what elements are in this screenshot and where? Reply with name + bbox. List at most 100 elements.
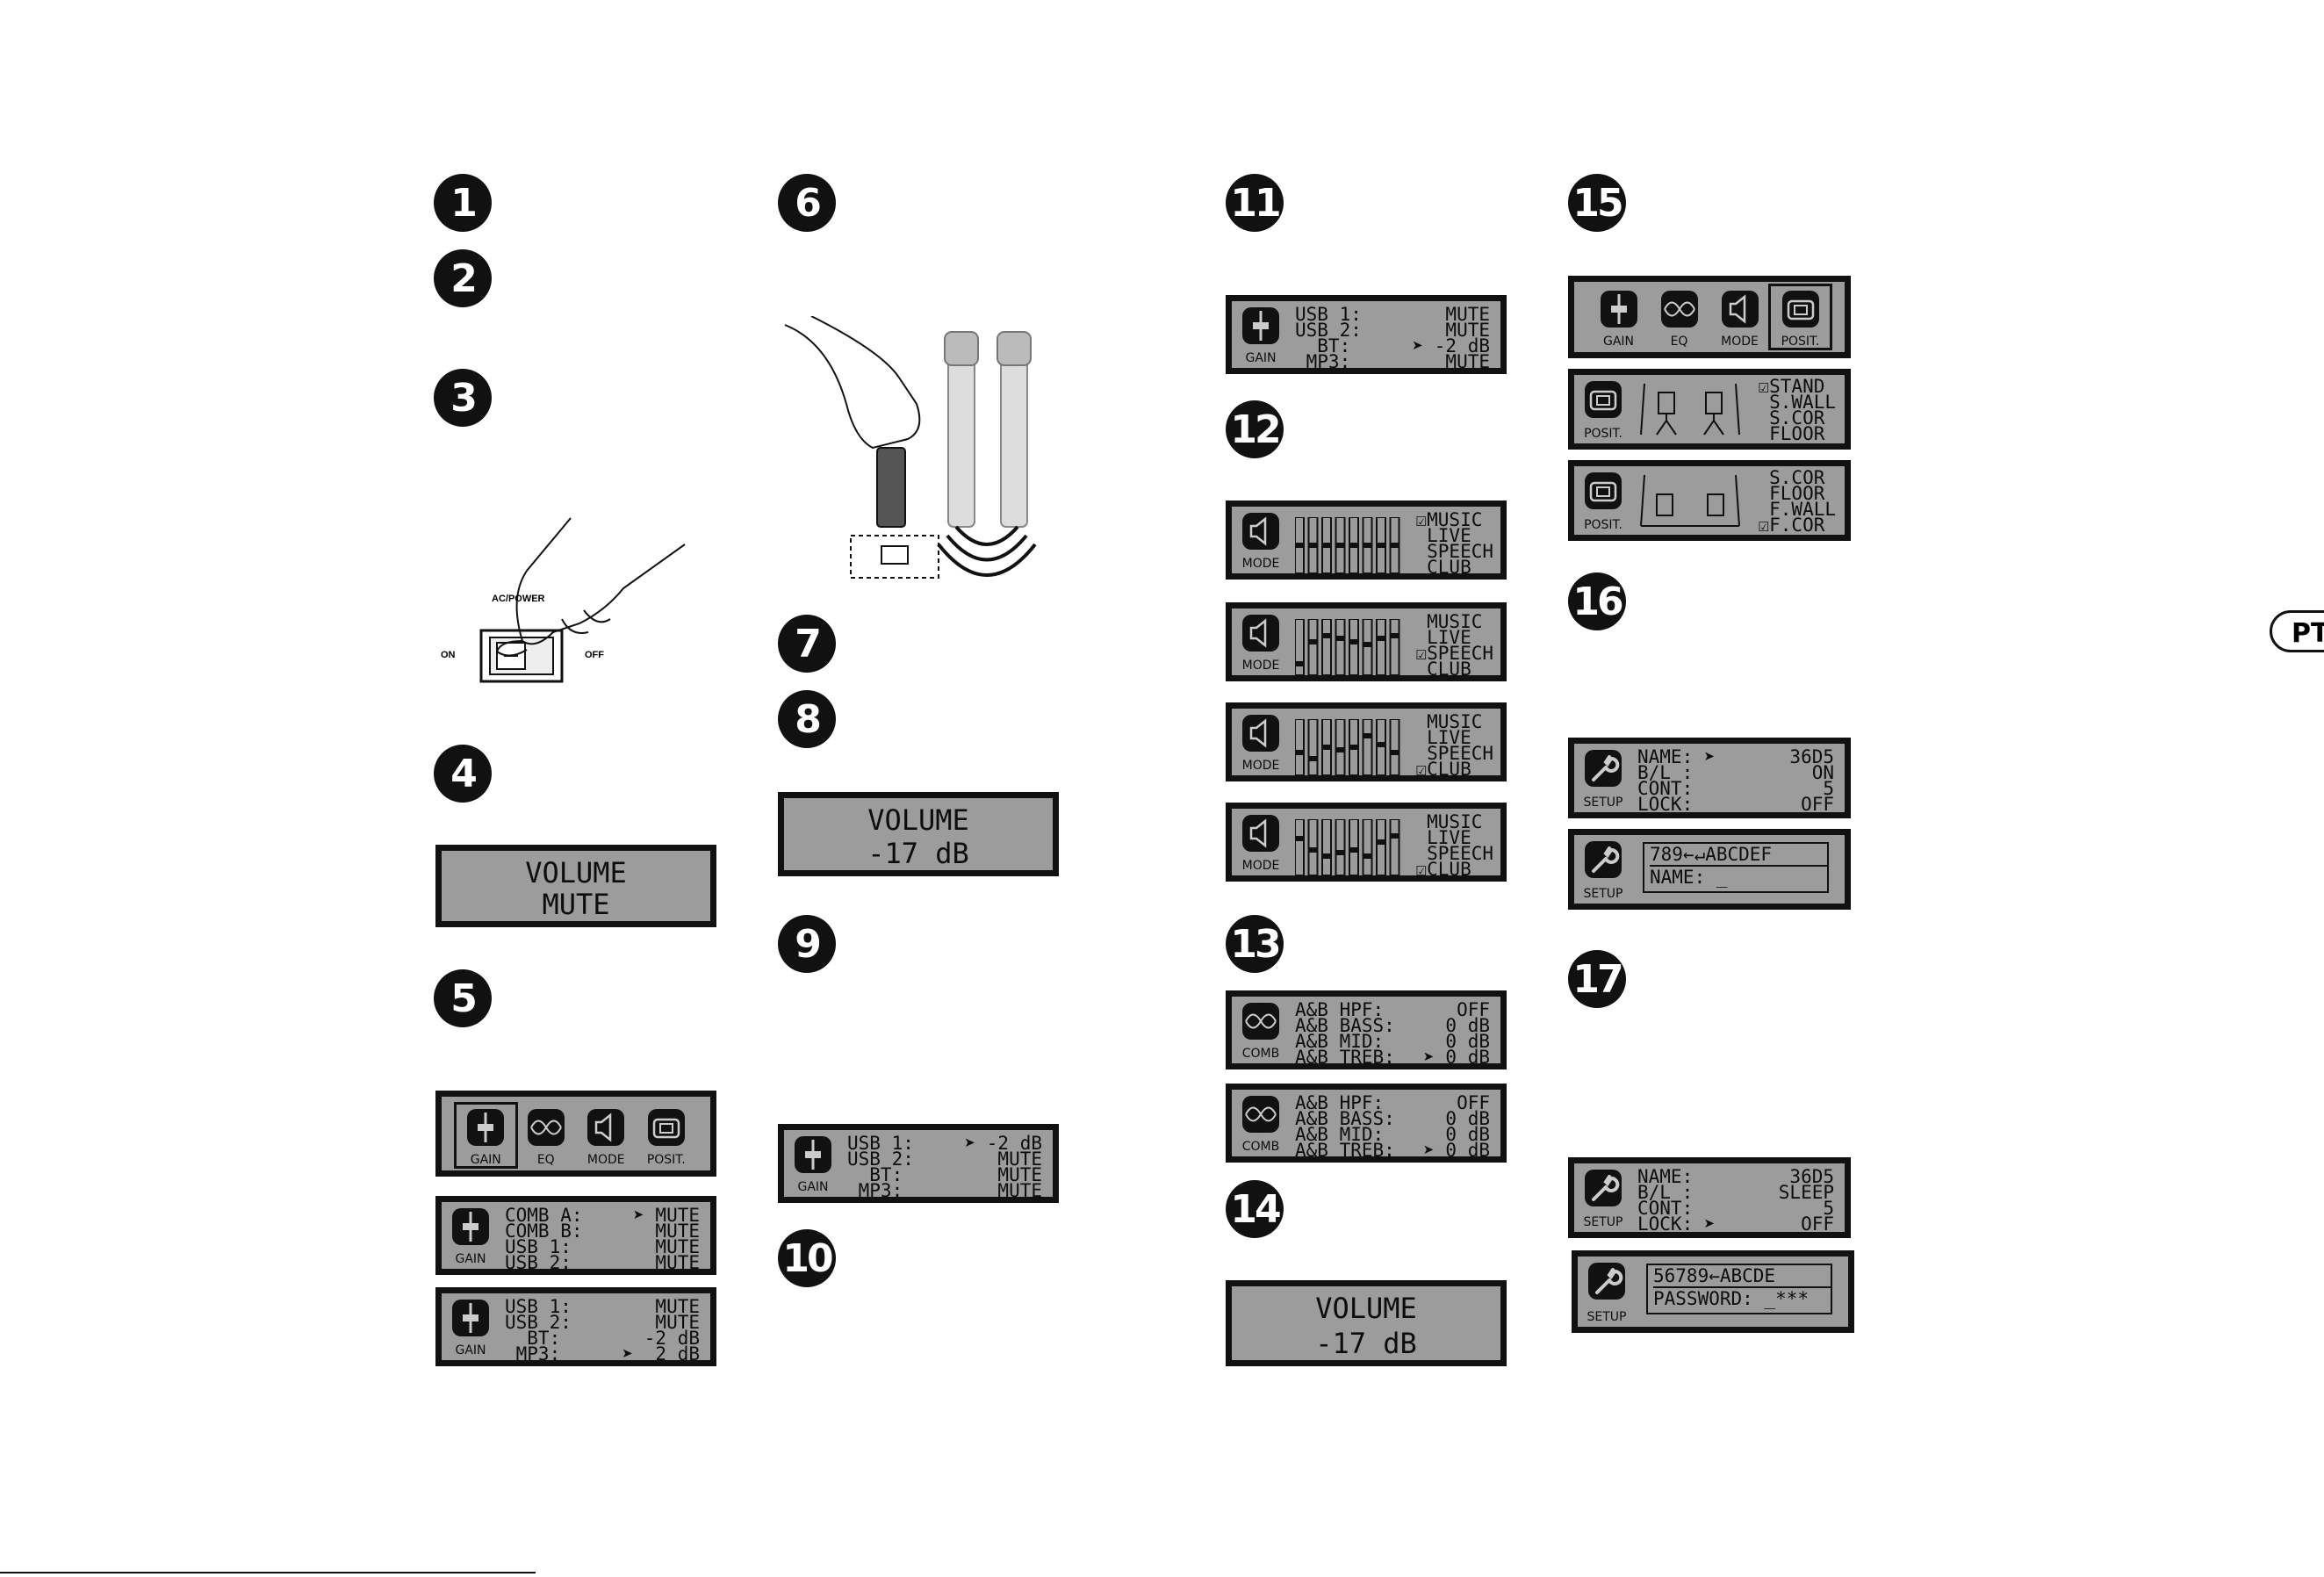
position-icon (1585, 472, 1622, 509)
eq-bar (1321, 819, 1332, 875)
eq-bar-level (1322, 745, 1331, 750)
list-row: NAME:36D5 (1637, 1166, 1834, 1187)
list-row: A&B HPF:OFF (1295, 999, 1490, 1020)
list-item: ☑F.COR (1758, 515, 1825, 535)
position-icon (1585, 381, 1622, 418)
volume-label: VOLUME (525, 856, 627, 889)
eq-bar-level (1349, 847, 1358, 853)
eq-bar-level (1308, 543, 1318, 548)
lcd-eq-2: COMB A&B HPF:OFF A&B BASS:0 dB A&B MID:0… (1226, 1084, 1507, 1163)
list-item: ☑MUSIC (1415, 509, 1483, 530)
list-item: ☑SPEECH (1415, 643, 1493, 664)
list-row: CONT:5 (1637, 778, 1834, 799)
eq-bar-level (1295, 750, 1304, 755)
step-badge-3: 3 (434, 369, 492, 427)
speaker-icon (587, 1109, 625, 1146)
list-row: USB 2:MUTE (505, 1312, 700, 1333)
list-row: A&B TREB:➤ 0 dB (1295, 1047, 1490, 1064)
usb-microphone-illustration (784, 316, 1037, 579)
list-row: A&B BASS:0 dB (1295, 1015, 1490, 1036)
step-badge-6: 6 (778, 174, 836, 232)
eq-list: A&B HPF:OFF A&B BASS:0 dB A&B MID:0 dB A… (1295, 999, 1490, 1064)
lcd-setup-password-keyboard: SETUP 56789←ABCDE PASSWORD: _*** (1572, 1250, 1854, 1333)
language-tab: PT (2270, 610, 2324, 652)
lcd-volume-17db-2: VOLUME -17 dB (1226, 1280, 1507, 1366)
gain-icon (452, 1300, 489, 1336)
step-badge-8: 8 (778, 690, 836, 748)
eq-bar-level (1322, 543, 1331, 548)
eq-bar-level (1363, 853, 1372, 859)
eq-bar (1295, 719, 1305, 775)
eq-curve-bars (1295, 819, 1400, 875)
list-item: CLUB (1427, 659, 1471, 676)
eq-bar-level (1390, 543, 1399, 548)
eq-bar-level (1335, 850, 1345, 855)
list-row: LOCK: ➤OFF (1637, 1213, 1834, 1233)
list-row: A&B TREB:➤ 0 dB (1295, 1140, 1490, 1157)
list-item: MUSIC (1427, 811, 1483, 832)
wrench-icon (1585, 841, 1622, 878)
list-row: USB 2:MUTE (505, 1252, 700, 1270)
list-row: USB 1:MUTE (505, 1296, 700, 1317)
step-badge-1: 1 (434, 174, 492, 232)
step-badge-14: 14 (1226, 1180, 1284, 1238)
list-item: CLUB (1427, 557, 1471, 574)
eq-icon (1242, 1003, 1279, 1040)
lcd-main-menu: GAIN EQ MODE POSIT. (435, 1091, 716, 1177)
eq-icon (1242, 1096, 1279, 1133)
list-item: S.COR (1769, 467, 1825, 488)
eq-bar-level (1335, 543, 1345, 548)
volume-label: VOLUME (1315, 1292, 1417, 1325)
list-item: F.WALL (1769, 499, 1836, 520)
list-row: B/L :ON (1637, 762, 1834, 783)
menu-item-posit: POSIT. (1768, 284, 1832, 350)
gain-icon (467, 1109, 505, 1146)
eq-bar (1389, 719, 1400, 775)
menu-item-gain: GAIN (454, 1102, 518, 1169)
eq-bar-level (1295, 543, 1304, 548)
lcd-mode-2: MODE MUSIC LIVE☑SPEECH CLUB (1226, 602, 1507, 681)
eq-bar-level (1349, 543, 1358, 548)
list-item: SPEECH (1427, 843, 1493, 864)
mode-options: ☑MUSIC LIVE SPEECH CLUB (1415, 509, 1493, 574)
posit-options-2: S.COR FLOOR F.WALL ☑F.COR (1758, 467, 1836, 535)
eq-icon (527, 1109, 565, 1146)
menu-item-mode: MODE (1709, 285, 1770, 349)
eq-bar (1376, 819, 1386, 875)
eq-bar (1295, 619, 1305, 675)
gain-icon (452, 1208, 489, 1245)
footer-rule (0, 1572, 536, 1573)
eq-bar-level (1295, 836, 1304, 841)
lcd-mode-1: MODE☑MUSIC LIVE SPEECH CLUB (1226, 500, 1507, 580)
lcd-posit-1: POSIT. ☑STAND S.WALL S.COR FLOOR (1568, 369, 1851, 450)
list-item: LIVE (1427, 827, 1471, 848)
lcd-gain-mp3: GAIN USB 1:MUTE USB 2:MUTE BT:-2 dB MP3:… (435, 1287, 716, 1366)
gain-icon-box: GAIN (788, 1133, 838, 1194)
lcd-mode-3: MODE MUSIC LIVE SPEECH☑CLUB (1226, 702, 1507, 781)
lcd-setup-1: SETUP NAME: ➤36D5 B/L :ON CONT:5 LOCK:OF… (1568, 738, 1851, 818)
eq-bar (1362, 819, 1373, 875)
speaker-icon (1242, 513, 1279, 550)
eq-bar-level (1335, 747, 1345, 752)
gain-bt-list: USB 1:MUTE USB 2:MUTE BT:➤ -2 dB MP3:MUT… (1295, 306, 1490, 369)
power-switch-off-label: OFF (585, 650, 604, 660)
name-keyboard-popup: 789←↵ABCDEF NAME: _ (1643, 842, 1829, 893)
list-item: MUSIC (1427, 611, 1483, 632)
eq-bar (1335, 619, 1346, 675)
lcd-setup-2: SETUP NAME:36D5 B/L :SLEEP CONT:5 LOCK: … (1568, 1157, 1851, 1238)
mode-options: MUSIC LIVE SPEECH☑CLUB (1415, 713, 1493, 776)
gain-comb-list: COMB A:➤ MUTE COMB B:MUTE USB 1:MUTE USB… (505, 1206, 700, 1270)
lcd-eq-1: COMB A&B HPF:OFF A&B BASS:0 dB A&B MID:0… (1226, 990, 1507, 1069)
eq-curve-bars (1295, 619, 1400, 675)
eq-bar-level (1295, 661, 1304, 666)
list-item: LIVE (1427, 727, 1471, 748)
position-icon (1781, 291, 1819, 328)
comb-icon-box: COMB (1235, 1092, 1286, 1154)
list-item: SPEECH (1427, 743, 1493, 764)
lcd-volume-17db: VOLUME -17 dB (778, 792, 1059, 876)
list-row: LOCK:OFF (1637, 794, 1834, 813)
power-switch-illustration (479, 517, 686, 683)
list-row: USB 2:MUTE (847, 1149, 1042, 1170)
setup-icon-box: SETUP (1578, 746, 1629, 810)
step-badge-11: 11 (1226, 174, 1284, 232)
